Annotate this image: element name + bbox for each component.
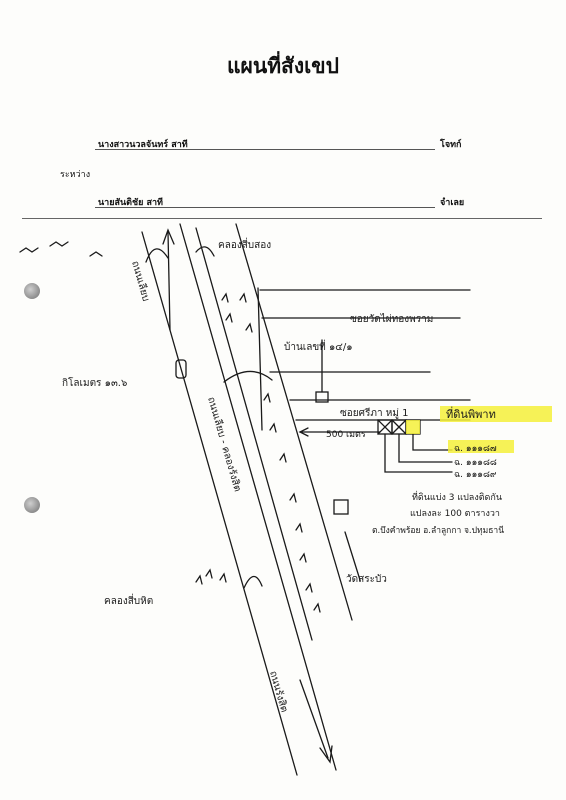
km-post [175,359,187,379]
bump-mid [223,370,273,383]
plaintiff-name: นางสาวนวลจันทร์ สาที [98,140,188,150]
arrow-up [167,231,171,331]
label-temple: วัดสระบัว [346,574,387,585]
canal-edge-right [235,223,353,621]
label-road-vertical-2: ถนนเลียบ - คลองรังสิต [205,396,244,494]
temple-box [333,499,349,515]
bump-top-right [195,246,215,257]
label-soi-middle: ซอยศรีภา หมู่ 1 [340,407,408,419]
punch-hole-top [24,283,40,299]
label-note-3: ต.บึงคำพร้อย อ.ลำลูกกา จ.ปทุมธานี [372,525,504,536]
label-distance: 500 เมตร [326,430,366,440]
page-title: แผนที่สังเขป [227,53,339,78]
side-road-top [257,287,263,431]
label-deed-2: ฉ. ๑๑๑๘๘ [454,458,497,468]
map-divider-line [22,218,542,219]
plaintiff-role: โจทก์ [440,140,462,150]
defendant-name: นายสันติชัย สาที [98,198,163,208]
label-deed-1: ฉ. ๑๑๑๘๗ [454,444,497,454]
punch-hole-bottom [24,497,40,513]
label-km-marker: กิโลเมตร ๑๓.๖ [62,376,127,389]
highlight-land-title [440,406,552,422]
between-label: ระหว่าง [60,170,91,180]
label-road-vertical-1: ถนนเลียบ [129,260,152,303]
bump-bottom [243,575,263,589]
defendant-role: จำเลย [440,198,465,208]
label-house: บ้านเลขที่ ๑๔/๑ [284,339,353,353]
defendant-line [95,207,435,208]
canal-edge-left [195,227,313,641]
label-land-title: ที่ดินพิพาท [446,406,496,421]
label-canal-bottom-left: คลองสี่บหิต [104,593,153,607]
road-left-edge-inner [179,223,337,771]
bump-top [145,248,169,263]
label-note-2: แปลงละ 100 ตารางวา [410,509,500,519]
label-note-1: ที่ดินแบ่ง 3 แปลงติดกัน [412,490,502,503]
highlight-deed [448,440,514,453]
road-left-edge-outer [141,231,298,776]
label-soi-top: ซอยวัดไผ่ทองพราม [350,313,433,325]
arrow-down [299,679,329,759]
label-road-bottom: ถนนรังสิต [267,670,289,714]
highlight-plot [406,420,420,434]
plaintiff-line [95,149,435,150]
label-deed-3: ฉ. ๑๑๑๘๙ [454,470,497,480]
label-canal-top-right: คลองสี่บสอง [218,237,271,251]
